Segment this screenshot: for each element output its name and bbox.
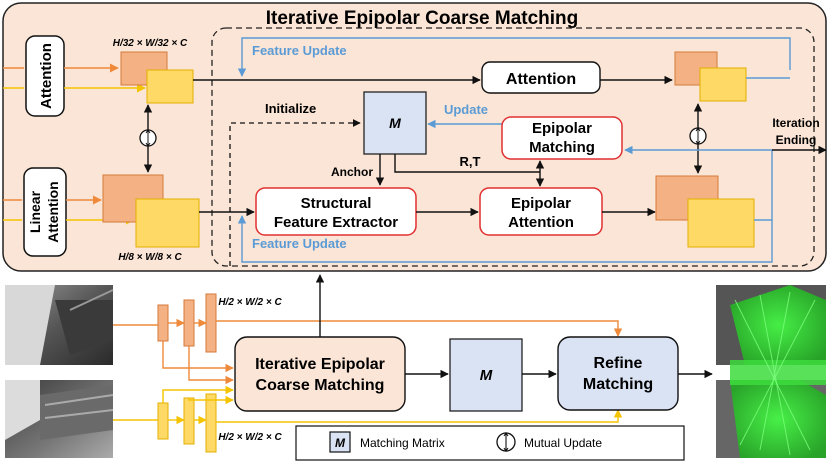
epipolar-attention-label-1: Epipolar [511,195,571,212]
pyramid-bottom-3 [205,393,217,453]
refine-matching-label-1: Refine [594,355,643,372]
legend-box [295,425,685,461]
attention-block-label: Attention [506,71,576,88]
initialize-label: Initialize [265,101,316,116]
feature-update-top: Feature Update [252,43,347,58]
pyramid-top-1 [157,304,169,342]
coarse-matching-block [234,336,406,412]
attention-pill [25,35,65,117]
iteration-label-1: Iteration [772,116,819,130]
top-panel-title: Iterative Epipolar Coarse Matching [266,8,579,29]
right-coarse-b [699,67,747,102]
structural-label-2: Feature Extractor [274,214,398,231]
scale-fine-label: H/8 × W/8 × C [118,252,182,263]
pyramid-bottom-2 [183,397,195,445]
legend-m-swatch [329,431,351,453]
right-fine-b [687,198,755,248]
refine-matching-block [557,336,679,411]
refine-matching-label-2: Matching [583,376,653,393]
matching-matrix-bottom-label: M [480,367,493,384]
rt-label: R,T [460,154,481,169]
linear-attention-label-2: Attention [45,181,61,242]
scale-bottom-label: H/2 × W/2 × C [218,432,282,443]
update-label: Update [444,102,488,117]
linear-attention-label-1: Linear [27,190,43,233]
scale-top-label: H/2 × W/2 × C [218,297,282,308]
attention-block [481,61,601,94]
epipolar-matching-label-2: Matching [529,139,595,156]
attention-pill-label: Attention [38,43,55,109]
iteration-label-2: Ending [776,133,817,147]
linear-attention-pill [23,167,67,257]
feature-update-bottom: Feature Update [252,236,347,251]
coarse-feature-b [146,69,194,104]
scale-coarse-label: H/32 × W/32 × C [113,38,188,49]
pyramid-bottom-1 [157,402,169,440]
epipolar-matching-label-1: Epipolar [532,120,592,137]
coarse-matching-label-2: Coarse Matching [256,377,385,394]
epipolar-matching-block [501,116,623,160]
legend-m-label: M [335,436,346,450]
output-matches-image [716,285,826,458]
coarse-matching-label-1: Iterative Epipolar [255,356,385,373]
legend-mutual-update: Mutual Update [524,436,602,450]
matching-matrix-bottom [449,338,523,412]
anchor-label: Anchor [331,165,373,179]
input-image-top [5,285,114,365]
fine-feature-b [135,198,200,248]
input-image-bottom [5,380,114,458]
matching-matrix-m-label: M [389,115,401,131]
legend-matching-matrix: Matching Matrix [360,436,445,450]
iteration-region [211,27,815,267]
pyramid-top-3 [205,293,217,353]
structural-label-1: Structural [301,195,372,212]
pyramid-top-2 [183,299,195,347]
epipolar-attention-label-2: Attention [508,214,574,231]
